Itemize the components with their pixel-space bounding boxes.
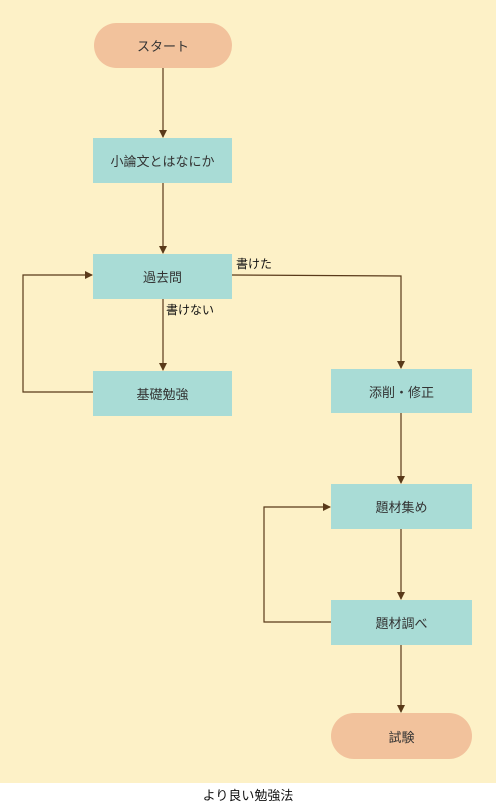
edge-label-cannot-write: 書けない: [166, 303, 215, 317]
diagram-caption: より良い勉強法: [0, 783, 496, 805]
node-correction: 添削・修正: [331, 369, 472, 413]
node-gather: 題材集め: [331, 484, 472, 529]
edge-pastexam-correction: [231, 274, 405, 369]
edge-label-can-write: 書けた: [236, 257, 273, 271]
node-past-exam-label: 過去問: [142, 271, 182, 286]
node-exam-label: 試験: [388, 730, 415, 746]
node-intro: 小論文とはなにか: [93, 138, 232, 183]
node-basics: 基礎勉強: [93, 371, 232, 416]
node-correction-label: 添削・修正: [368, 385, 434, 401]
node-past-exam: 過去問: [93, 254, 232, 299]
node-research-label: 題材調べ: [375, 617, 428, 632]
edges: [22, 68, 405, 713]
node-start-label: スタート: [136, 40, 189, 55]
node-intro-label: 小論文とはなにか: [110, 155, 215, 170]
node-research: 題材調べ: [331, 600, 472, 645]
node-exam: 試験: [331, 713, 472, 759]
diagram-canvas: スタート 小論文とはなにか 過去問 基礎勉強 添削・修正 題材集め 題材調べ 試…: [0, 0, 496, 783]
edge-research-gather: [263, 503, 331, 623]
edge-basics-pastexam: [22, 271, 93, 393]
node-basics-label: 基礎勉強: [136, 388, 189, 403]
node-start: スタート: [94, 23, 232, 68]
node-gather-label: 題材集め: [375, 501, 428, 516]
